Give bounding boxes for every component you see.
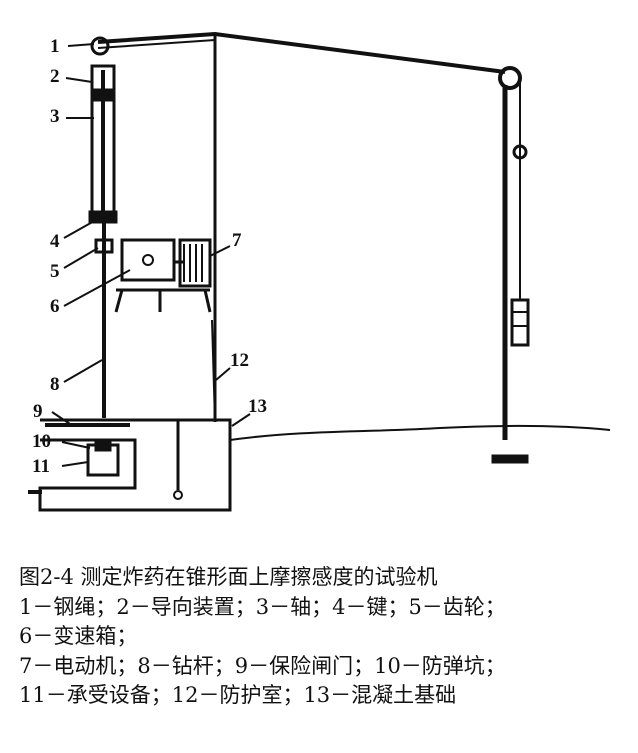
label-9: 9: [33, 401, 43, 422]
label-2: 2: [50, 66, 60, 87]
label-7: 7: [232, 230, 242, 251]
counterweight: [510, 298, 530, 347]
label-13: 13: [248, 396, 267, 417]
caption-line: 7－电动机；8－钻杆；9－保险闸门；10－防弹坑；: [19, 653, 506, 678]
label-11: 11: [32, 456, 50, 477]
pulley-right: [498, 66, 522, 90]
label-12: 12: [230, 350, 249, 371]
concrete-foundation: [38, 418, 232, 512]
label-1: 1: [50, 36, 60, 57]
steel-cable: [97, 31, 506, 74]
gearbox: [120, 238, 176, 282]
label-8: 8: [50, 374, 60, 395]
motor: [178, 238, 212, 288]
caption-line: 1－钢绳；2－导向装置；3－轴；4－键；5－齿轮；: [19, 594, 506, 619]
label-6: 6: [50, 296, 60, 317]
caption-line: 6－变速箱；: [19, 624, 138, 648]
label-5: 5: [50, 261, 60, 282]
label-3: 3: [50, 106, 60, 127]
label-4: 4: [50, 231, 60, 252]
caption-line: 11－承受设备；12－防护室；13－混凝土基础: [19, 683, 457, 707]
ground-line: [229, 424, 611, 441]
pulley-left: [90, 36, 110, 56]
caption-title: 图2-4 测定炸药在锥形面上摩擦感度的试验机: [19, 565, 438, 589]
figure-caption: 图2-4 测定炸药在锥形面上摩擦感度的试验机 1－钢绳；2－导向装置；3－轴；4…: [19, 563, 506, 711]
friction-test-machine-diagram: 1 2 3 4 5 6 7 8 9 10 11 12 13: [28, 31, 611, 512]
label-10: 10: [32, 431, 51, 452]
